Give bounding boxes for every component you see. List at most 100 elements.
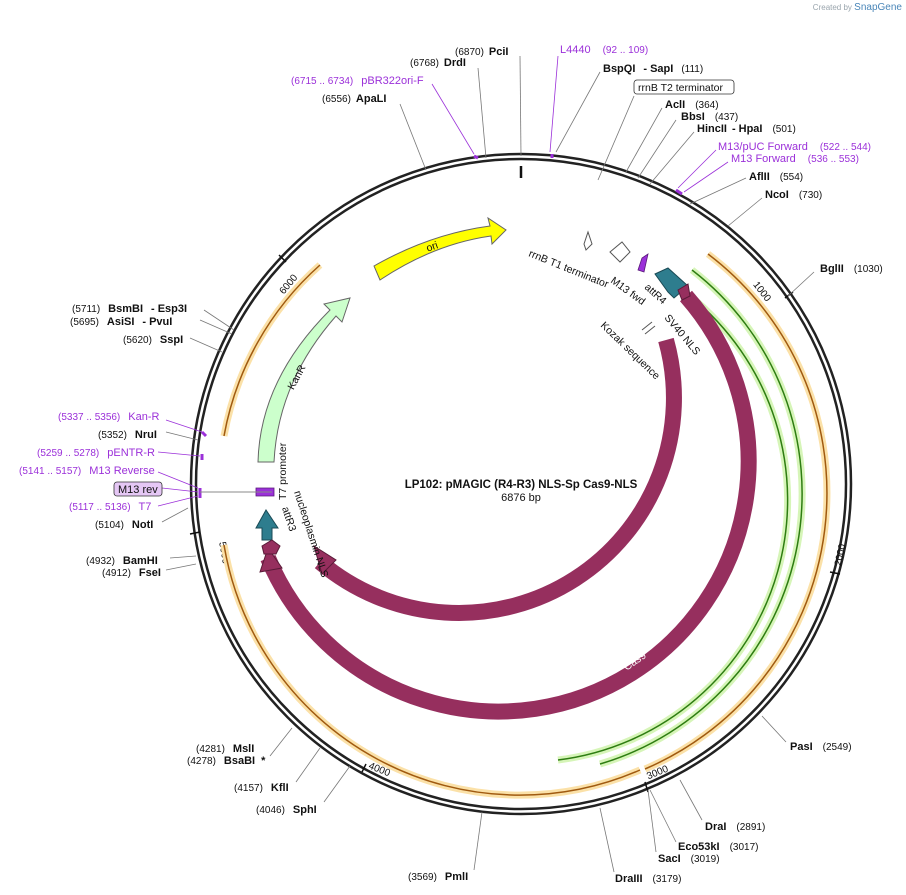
t7-promoter-label: T7 promoter (277, 442, 289, 500)
leader-hincii (649, 131, 695, 185)
m13-rev-box (113, 481, 163, 497)
leader-noti (161, 507, 189, 523)
leader-pentr-r (157, 451, 201, 457)
ori-label: ori (425, 239, 440, 254)
tick-label-2000: 2000 (833, 543, 848, 567)
site-drai: DraI(2891) (705, 821, 765, 833)
cas9-outer-label: Cas9 (648, 689, 675, 713)
leader-kfli (295, 747, 321, 783)
site-sspi: (5620)SspI (123, 334, 183, 346)
primer-labels: L4440(92 .. 109) (6715 .. 6734)pBR322ori… (19, 44, 871, 513)
primer-m13-puc-forward: M13/pUC Forward(522 .. 544) (718, 141, 871, 153)
leader-bamhi (169, 555, 197, 559)
cas9-outer-arrowhead (259, 546, 283, 573)
rrnb-t2-feature (583, 230, 593, 251)
site-apali: (6556)ApaLI (322, 93, 386, 105)
site-bbsi: BbsI(437) (681, 111, 738, 123)
kozak-mark-2 (644, 325, 656, 335)
primer-kan-r: (5337 .. 5356)Kan-R (58, 411, 160, 423)
site-leaders (161, 55, 815, 873)
leader-rrnb-t2 (597, 95, 635, 181)
cas9-inner-arrowhead (313, 544, 337, 575)
leader-m13-reverse (157, 471, 199, 489)
site-bsabi: (4278)BsaBI* (187, 755, 266, 767)
site-fsei: (4912)FseI (102, 567, 161, 579)
leader-t7 (157, 495, 199, 507)
site-sphi: (4046)SphI (256, 804, 317, 816)
credit-prefix: Created by (812, 3, 852, 12)
leader-l4440 (549, 55, 559, 153)
kan-r-mark (200, 430, 208, 438)
leader-acli (625, 107, 663, 173)
primer-m13-forward: M13 Forward(536 .. 553) (731, 153, 859, 165)
primer-leaders (157, 55, 729, 507)
kanr-feature (257, 297, 351, 463)
site-labels: (6870)PciI (6768)DrdI (6556)ApaLI BspQI-… (70, 46, 883, 885)
plasmid-length: 6876 bp (501, 492, 541, 504)
snapgene-logo: SnapGene (854, 2, 902, 13)
leader-bsabi (269, 727, 293, 757)
leader-m13-forward (683, 161, 729, 193)
tick-6000 (278, 254, 287, 263)
primer-t7: (5117 .. 5136)T7 (69, 501, 151, 513)
leader-bsmbi (203, 309, 235, 331)
leader-saci (647, 789, 657, 853)
site-kfli: (4157)KflI (234, 782, 289, 794)
primer-m13-rev: M13 rev (118, 484, 158, 496)
leader-drai (679, 779, 703, 821)
site-asisi-pvui: (5695)AsiSI-PvuI (70, 316, 172, 328)
primer-l4440: L4440(92 .. 109) (560, 44, 648, 56)
leader-pbr322ori-f (431, 83, 475, 155)
orf-right-arc (644, 253, 828, 770)
leader-apali (399, 103, 427, 171)
backbone-inner (194, 157, 848, 811)
rrnb-t1-label: rrnB T1 terminator (527, 248, 611, 291)
tick-3000 (644, 781, 649, 793)
leader-fsei (165, 563, 197, 571)
kozak-mark-1 (641, 321, 653, 331)
site-saci: SacI(3019) (658, 853, 720, 865)
site-aflii: AflII(554) (749, 171, 803, 183)
rrnb-t1-feature (609, 241, 631, 263)
leader-draiii (599, 807, 615, 873)
leader-nrui (165, 431, 199, 441)
m13-fwd-feature (637, 253, 649, 273)
orf-green-inner (557, 295, 789, 761)
attr3-label: attR3 (279, 505, 298, 533)
site-pasi: PasI(2549) (790, 741, 852, 753)
leader-bspqi (555, 71, 601, 153)
leader-asisi (199, 319, 233, 335)
leader-pmli (473, 811, 483, 871)
site-eco53ki: Eco53kI(3017) (678, 841, 759, 853)
kozak-label: Kozak sequence (598, 320, 662, 383)
site-draiii: DraIII(3179) (615, 873, 681, 885)
site-bsmbi-esp3i: (5711)BsmBI-Esp3I (72, 303, 187, 315)
ori-feature (373, 216, 507, 281)
rrnb-t2-box (633, 79, 735, 95)
site-pmli: (3569)PmlI (408, 871, 468, 883)
leader-m13-puc-forward (677, 149, 717, 189)
leader-kan-r (165, 419, 203, 433)
primer-m13-reverse: (5141 .. 5157)M13 Reverse (19, 465, 155, 477)
site-hincii-hpai: HincII-HpaI(501) (697, 123, 796, 135)
primer-pbr322ori-f: (6715 .. 6734)pBR322ori-F (291, 75, 424, 87)
leader-sspi (189, 337, 223, 353)
tick-2000 (829, 571, 841, 575)
site-noti: (5104)NotI (95, 519, 153, 531)
site-bspqi-sapi: BspQI-SapI(111) (603, 63, 703, 75)
orf-green-outer (599, 269, 803, 765)
nucleoplasmin-nls-feature (261, 539, 281, 555)
site-drdi: (6768)DrdI (410, 57, 466, 69)
nucleoplasmin-nls-label: nucleoplasmin NLS (291, 489, 330, 579)
plasmid-title: LP102: pMAGIC (R4-R3) NLS-Sp Cas9-NLS (405, 479, 638, 491)
orf-bottom-arc (223, 544, 641, 796)
rrnb-t2-label: rrnB T2 terminator (638, 82, 724, 94)
m13-fwd-label: M13 fwd (608, 275, 647, 308)
leader-m13-rev (161, 487, 199, 493)
leader-pasi (761, 715, 787, 743)
site-bglii: BglII(1030) (820, 263, 883, 275)
orf-left-arc (223, 264, 321, 437)
site-msli: (4281)MslI (196, 743, 254, 755)
leader-ncoi (727, 197, 763, 227)
snapgene-credit: Created by SnapGene (813, 2, 902, 13)
